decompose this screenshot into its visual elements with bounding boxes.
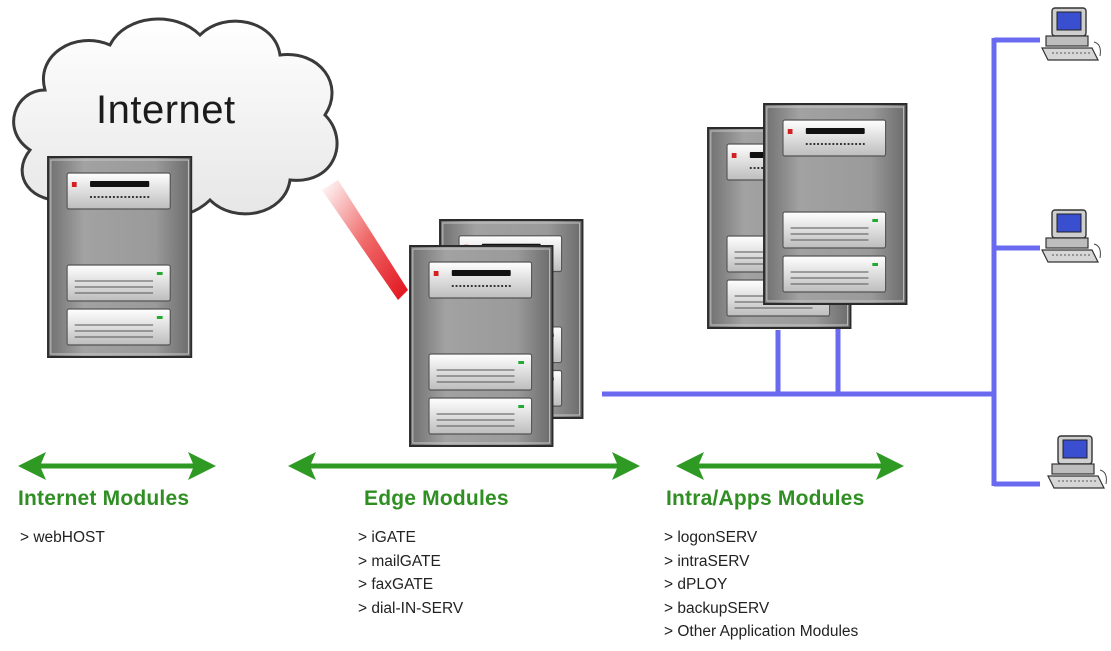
double-arrow-icon xyxy=(676,452,904,480)
list-item: webHOST xyxy=(20,526,105,550)
list-item: dPLOY xyxy=(664,573,858,597)
list-item: faxGATE xyxy=(358,573,463,597)
edge-modules-list: iGATE mailGATE faxGATE dial-IN-SERV xyxy=(358,526,463,620)
list-item: backupSERV xyxy=(664,597,858,621)
workstation-icon xyxy=(1041,7,1102,61)
list-item: logonSERV xyxy=(664,526,858,550)
internet-link xyxy=(322,180,408,300)
list-item: Other Application Modules xyxy=(664,620,858,644)
server-tower-icon xyxy=(47,156,193,358)
list-item: iGATE xyxy=(358,526,463,550)
list-item: dial-IN-SERV xyxy=(358,597,463,621)
list-item: intraSERV xyxy=(664,550,858,574)
internet-modules-heading: Internet Modules xyxy=(18,487,190,510)
intra-apps-modules-heading: Intra/Apps Modules xyxy=(666,487,865,510)
double-arrow-icon xyxy=(18,452,216,480)
cloud-label: Internet xyxy=(96,88,236,132)
edge-modules-heading: Edge Modules xyxy=(364,487,509,510)
server-tower-icon xyxy=(763,103,908,305)
server-tower-icon xyxy=(409,245,554,447)
workstation-icon xyxy=(1047,435,1108,489)
internet-modules-list: webHOST xyxy=(20,526,105,550)
list-item: mailGATE xyxy=(358,550,463,574)
double-arrow-icon xyxy=(288,452,640,480)
workstation-icon xyxy=(1041,209,1102,263)
intra-apps-modules-list: logonSERV intraSERV dPLOY backupSERV Oth… xyxy=(664,526,858,644)
